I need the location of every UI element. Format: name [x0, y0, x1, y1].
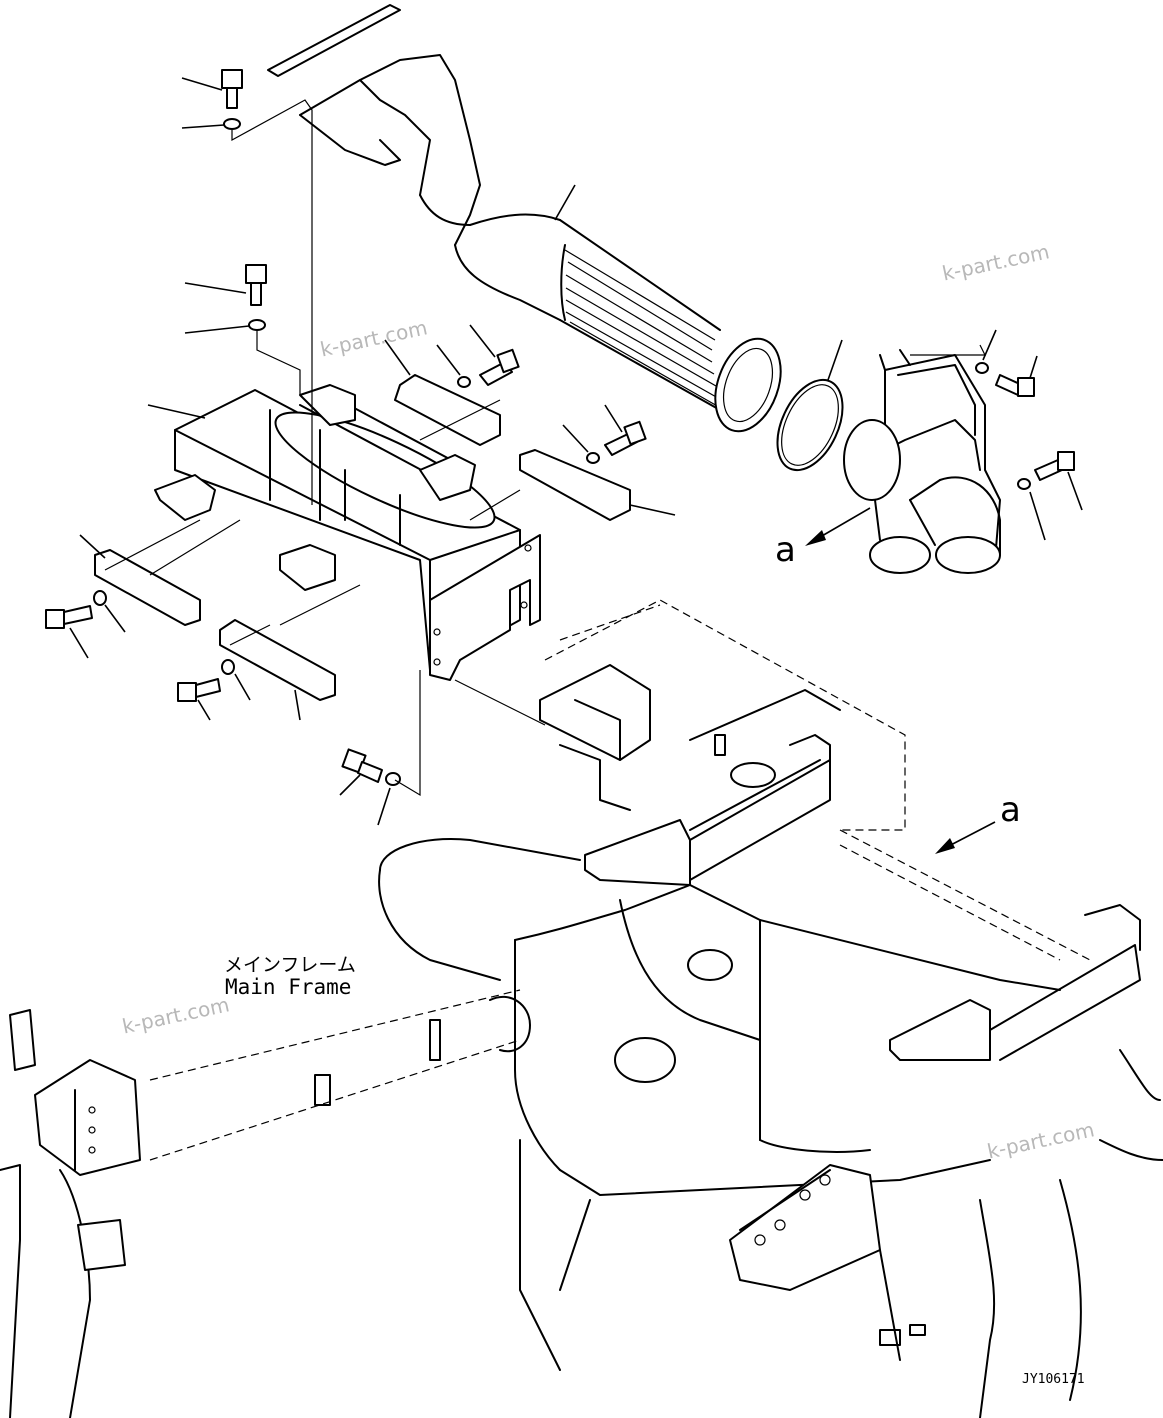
angle-bracket-lower-left [79, 534, 201, 626]
main-frame [0, 599, 1163, 1418]
bolt-connector-lower [1017, 451, 1083, 541]
bolt-mid [184, 264, 267, 306]
angle-bracket-right [519, 449, 676, 521]
angle-bracket-upper [384, 339, 501, 446]
main-frame-label-en: Main Frame [225, 975, 352, 999]
bolt-upper-bracket [436, 324, 520, 388]
ref-arrow-right [935, 821, 996, 854]
bellows-section [560, 244, 720, 408]
bolt-bottom [339, 748, 401, 826]
drawing-id: JY106171 [1022, 1372, 1085, 1387]
bolt-lower-left [45, 590, 126, 659]
main-frame-label-jp: メインフレーム [224, 954, 356, 976]
bracket-frame [147, 384, 541, 681]
washer-top [181, 118, 241, 130]
intake-duct [267, 4, 782, 433]
hose-clamp [776, 339, 844, 472]
ref-label-a-left: a [775, 530, 796, 570]
bolt-right-bracket [562, 404, 647, 464]
assembly-lines [104, 99, 986, 797]
y-connector [843, 349, 1001, 574]
washer-mid [184, 319, 266, 334]
ref-arrow-left [805, 507, 871, 546]
bolt-top [181, 69, 243, 109]
ref-label-a-right: a [1000, 790, 1021, 830]
bolt-lower-center [177, 659, 251, 721]
angle-bracket-lower [219, 619, 336, 721]
bolt-connector-upper [975, 329, 1038, 397]
